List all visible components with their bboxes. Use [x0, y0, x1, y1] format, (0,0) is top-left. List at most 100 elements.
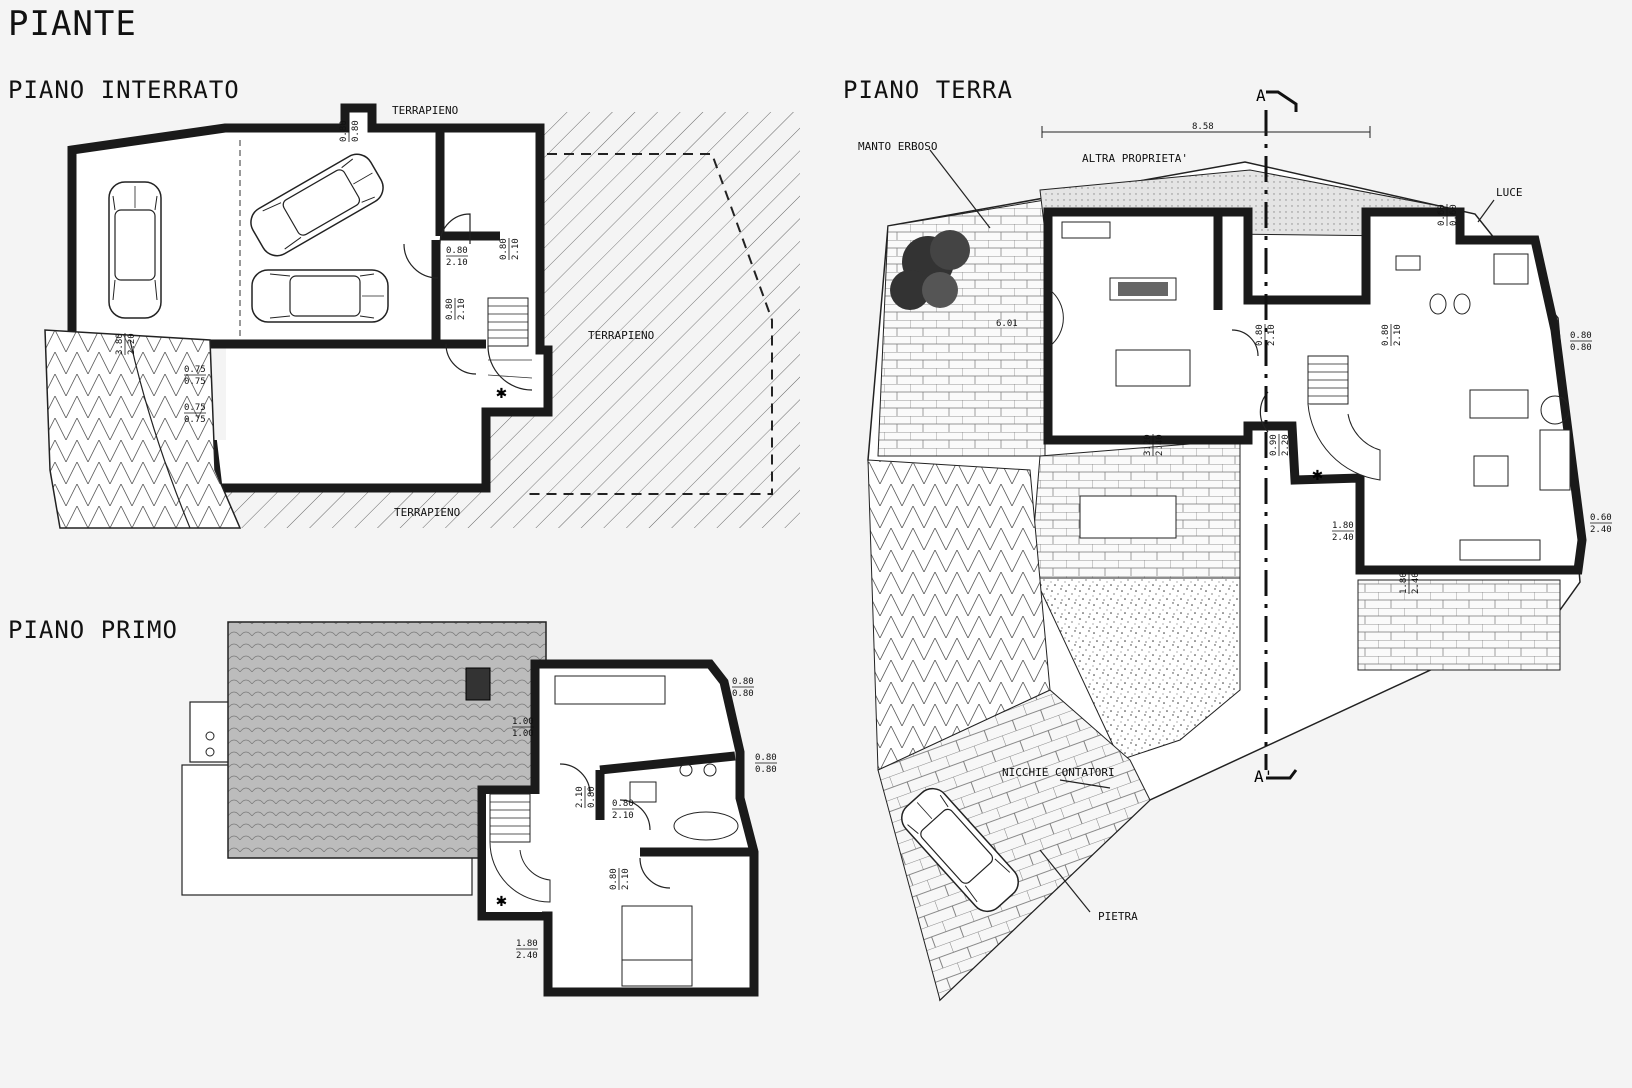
car-3	[251, 269, 389, 323]
dimension-d_liv_door: 1.80 2.40	[1332, 521, 1354, 543]
dim-bottom: 0.80	[587, 786, 597, 808]
dim-top: 1.80	[516, 939, 538, 949]
dimension-d_win2: 0.75 0.75	[184, 403, 206, 425]
dim-bottom: 2.20	[1281, 434, 1291, 456]
dim-bottom: 2.20	[127, 333, 137, 355]
dim-top: 0.80	[732, 677, 754, 687]
dining-table	[1115, 349, 1191, 387]
terrapieno-top-label: TERRAPIENO	[392, 104, 458, 117]
dim-top: 0.80	[612, 799, 634, 809]
dim-bottom: 0.60	[1449, 204, 1459, 226]
dim-601: 6.01	[996, 319, 1018, 329]
dim-top: 3.80	[115, 333, 125, 355]
plant-icon-primo: ✱	[496, 890, 507, 911]
dim-bottom: 2.10	[612, 811, 634, 821]
dim-top: 1.00	[512, 717, 534, 727]
dim-bottom: 0.80	[351, 120, 361, 142]
dim-bottom: 0.75	[184, 377, 206, 387]
dim-bottom: 2.40	[1332, 533, 1354, 543]
dim-bottom: 2.40	[1590, 525, 1612, 535]
outdoor-table	[1079, 495, 1177, 539]
dim-top: 0.80	[499, 238, 509, 260]
plant-icon-terra: ✱	[1312, 464, 1323, 485]
dimension-d_liv_win: 0.80 0.80	[1570, 331, 1592, 353]
tree-icon	[890, 230, 970, 310]
dim-top: 0.75	[184, 365, 206, 375]
terra-title: PIANO TERRA	[843, 76, 1013, 104]
dimension-d_side_win: 0.60 2.40	[1590, 513, 1612, 535]
dim-top: 0.80	[1570, 331, 1592, 341]
plant-icon: ✱	[496, 382, 507, 403]
dim-top: 0.80	[339, 120, 349, 142]
page-title: PIANTE	[8, 4, 137, 44]
dim-bottom: 1.00	[512, 729, 534, 739]
dimension-d_roof: 1.00 1.00	[512, 717, 534, 739]
dim-bottom: 2.40	[516, 951, 538, 961]
dim-top: 3.20	[1143, 434, 1153, 456]
dim-top: 0.80	[1255, 324, 1265, 346]
dim-top: 0.60	[1590, 513, 1612, 523]
pietra-label: PIETRA	[1098, 910, 1138, 923]
interrato-ramp	[44, 329, 242, 529]
dim-858: 8.58	[1192, 122, 1214, 132]
dim-bottom: 0.75	[184, 415, 206, 425]
dim-bottom: 2.10	[1267, 324, 1277, 346]
dim-top: 0.80	[755, 753, 777, 763]
dim-bottom: 2.40	[1411, 572, 1421, 594]
altra-proprieta-label: ALTRA PROPRIETA'	[1082, 152, 1188, 165]
dim-bottom: 0.80	[732, 689, 754, 699]
dim-bottom: 2.10	[446, 258, 468, 268]
dim-top: 0.60	[1437, 204, 1447, 226]
terrapieno-boundary	[528, 153, 773, 495]
dim-top: 0.75	[184, 403, 206, 413]
dim-top: 0.90	[1269, 434, 1279, 456]
dimension-d_door_b: 0.80 2.10	[612, 799, 634, 821]
dim-top: 0.80	[445, 298, 455, 320]
manto-erboso-label: MANTO ERBOSO	[858, 140, 937, 153]
dim-bottom: 2.10	[511, 238, 521, 260]
terrapieno-right-label: TERRAPIENO	[588, 329, 654, 342]
dim-top: 0.80	[1381, 324, 1391, 346]
dim-top: 2.10	[575, 786, 585, 808]
car-1	[108, 181, 162, 319]
primo-title: PIANO PRIMO	[8, 616, 178, 644]
dim-top: 0.80	[609, 868, 619, 890]
dimension-d_win1: 0.75 0.75	[184, 365, 206, 387]
dimension-d_door1: 0.80 2.10	[446, 246, 468, 268]
terrapieno-bottom-label: TERRAPIENO	[394, 506, 460, 519]
luce-label: LUCE	[1496, 186, 1523, 199]
dim-top: 1.80	[1332, 521, 1354, 531]
section-a-label: A	[1256, 86, 1266, 105]
dimension-d_w2: 0.80 0.80	[755, 753, 777, 775]
dim-bottom: 2.10	[457, 298, 467, 320]
dim-bottom: 0.80	[1570, 343, 1592, 353]
dim-bottom: 2.40	[1155, 434, 1165, 456]
dim-top: 0.80	[446, 246, 468, 256]
dimension-d_bed: 1.80 2.40	[516, 939, 538, 961]
roof-skylight	[465, 667, 491, 701]
section-a2-label: A'	[1254, 767, 1273, 786]
dim-bottom: 2.10	[1393, 324, 1403, 346]
nicchie-contatori-label: NICCHIE CONTATORI	[1002, 766, 1115, 779]
bed	[621, 905, 693, 987]
dim-bottom: 0.80	[755, 765, 777, 775]
interrato-title: PIANO INTERRATO	[8, 76, 240, 104]
dimension-d_w1: 0.80 0.80	[732, 677, 754, 699]
plan-terra: ✱ 8.58 6.01 MANTO ERBOSO ALTRA PROPRIET	[858, 86, 1612, 1002]
sofa	[1469, 389, 1529, 419]
